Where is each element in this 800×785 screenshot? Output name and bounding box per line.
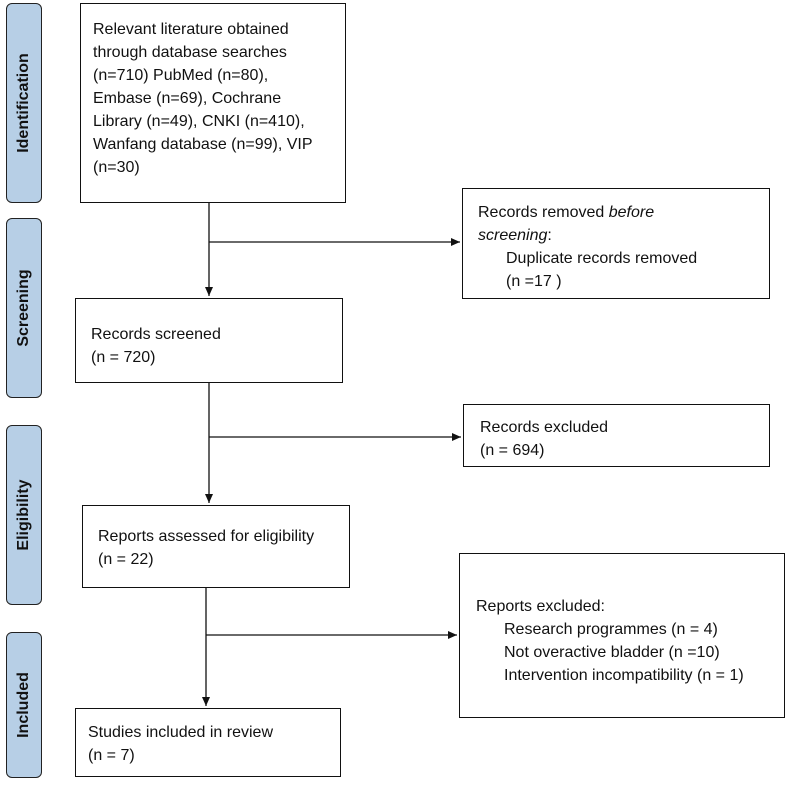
identified-line-4: Embase (n=69), Cochrane bbox=[93, 90, 282, 107]
identified-line-5: Library (n=49), CNKI (n=410), bbox=[93, 113, 305, 130]
reports-excluded-reason-2: Not overactive bladder (n =10) bbox=[504, 644, 720, 661]
reports-excluded-reason-3: Intervention incompatibility (n = 1) bbox=[504, 667, 744, 684]
identified-line-6: Wanfang database (n=99), VIP bbox=[93, 136, 313, 153]
studies-included-count: (n = 7) bbox=[88, 747, 135, 764]
reports-excluded-title: Reports excluded: bbox=[476, 598, 605, 615]
phase-eligibility: Eligibility bbox=[6, 425, 42, 605]
identified-line-3: (n=710) PubMed (n=80), bbox=[93, 67, 269, 84]
identified-line-2: through database searches bbox=[93, 44, 287, 61]
phase-identification: Identification bbox=[6, 3, 42, 203]
records-screened-box: Records screened (n = 720) bbox=[75, 298, 343, 383]
records-removed-title-text: Records removed bbox=[478, 204, 609, 221]
reports-excluded-reason-1: Research programmes (n = 4) bbox=[504, 621, 718, 638]
records-removed-title: Records removed before bbox=[478, 201, 769, 224]
reports-excluded-box: Reports excluded: Research programmes (n… bbox=[459, 553, 785, 718]
identified-line-7: (n=30) bbox=[93, 159, 140, 176]
records-excluded-count: (n = 694) bbox=[480, 442, 545, 459]
records-removed-box: Records removed before screening: Duplic… bbox=[462, 188, 770, 299]
identified-line-1: Relevant literature obtained bbox=[93, 21, 289, 38]
reports-assessed-title: Reports assessed for eligibility bbox=[98, 528, 315, 545]
records-identified-box: Relevant literature obtained through dat… bbox=[80, 3, 346, 203]
phase-included: Included bbox=[6, 632, 42, 778]
studies-included-title: Studies included in review bbox=[88, 724, 273, 741]
records-removed-item: Duplicate records removed bbox=[506, 250, 698, 267]
records-excluded-title: Records excluded bbox=[480, 419, 609, 436]
studies-included-box: Studies included in review (n = 7) bbox=[75, 708, 341, 777]
records-removed-colon: : bbox=[547, 227, 552, 244]
records-screened-count: (n = 720) bbox=[91, 349, 156, 366]
reports-assessed-box: Reports assessed for eligibility (n = 22… bbox=[82, 505, 350, 588]
records-removed-count: (n =17 ) bbox=[506, 273, 562, 290]
records-removed-title-cont: screening: bbox=[478, 227, 552, 244]
records-screened-title: Records screened bbox=[91, 326, 221, 343]
records-excluded-box: Records excluded (n = 694) bbox=[463, 404, 770, 467]
records-removed-title-italic: before bbox=[608, 204, 655, 221]
reports-assessed-count: (n = 22) bbox=[98, 551, 154, 568]
phase-screening: Screening bbox=[6, 218, 42, 398]
